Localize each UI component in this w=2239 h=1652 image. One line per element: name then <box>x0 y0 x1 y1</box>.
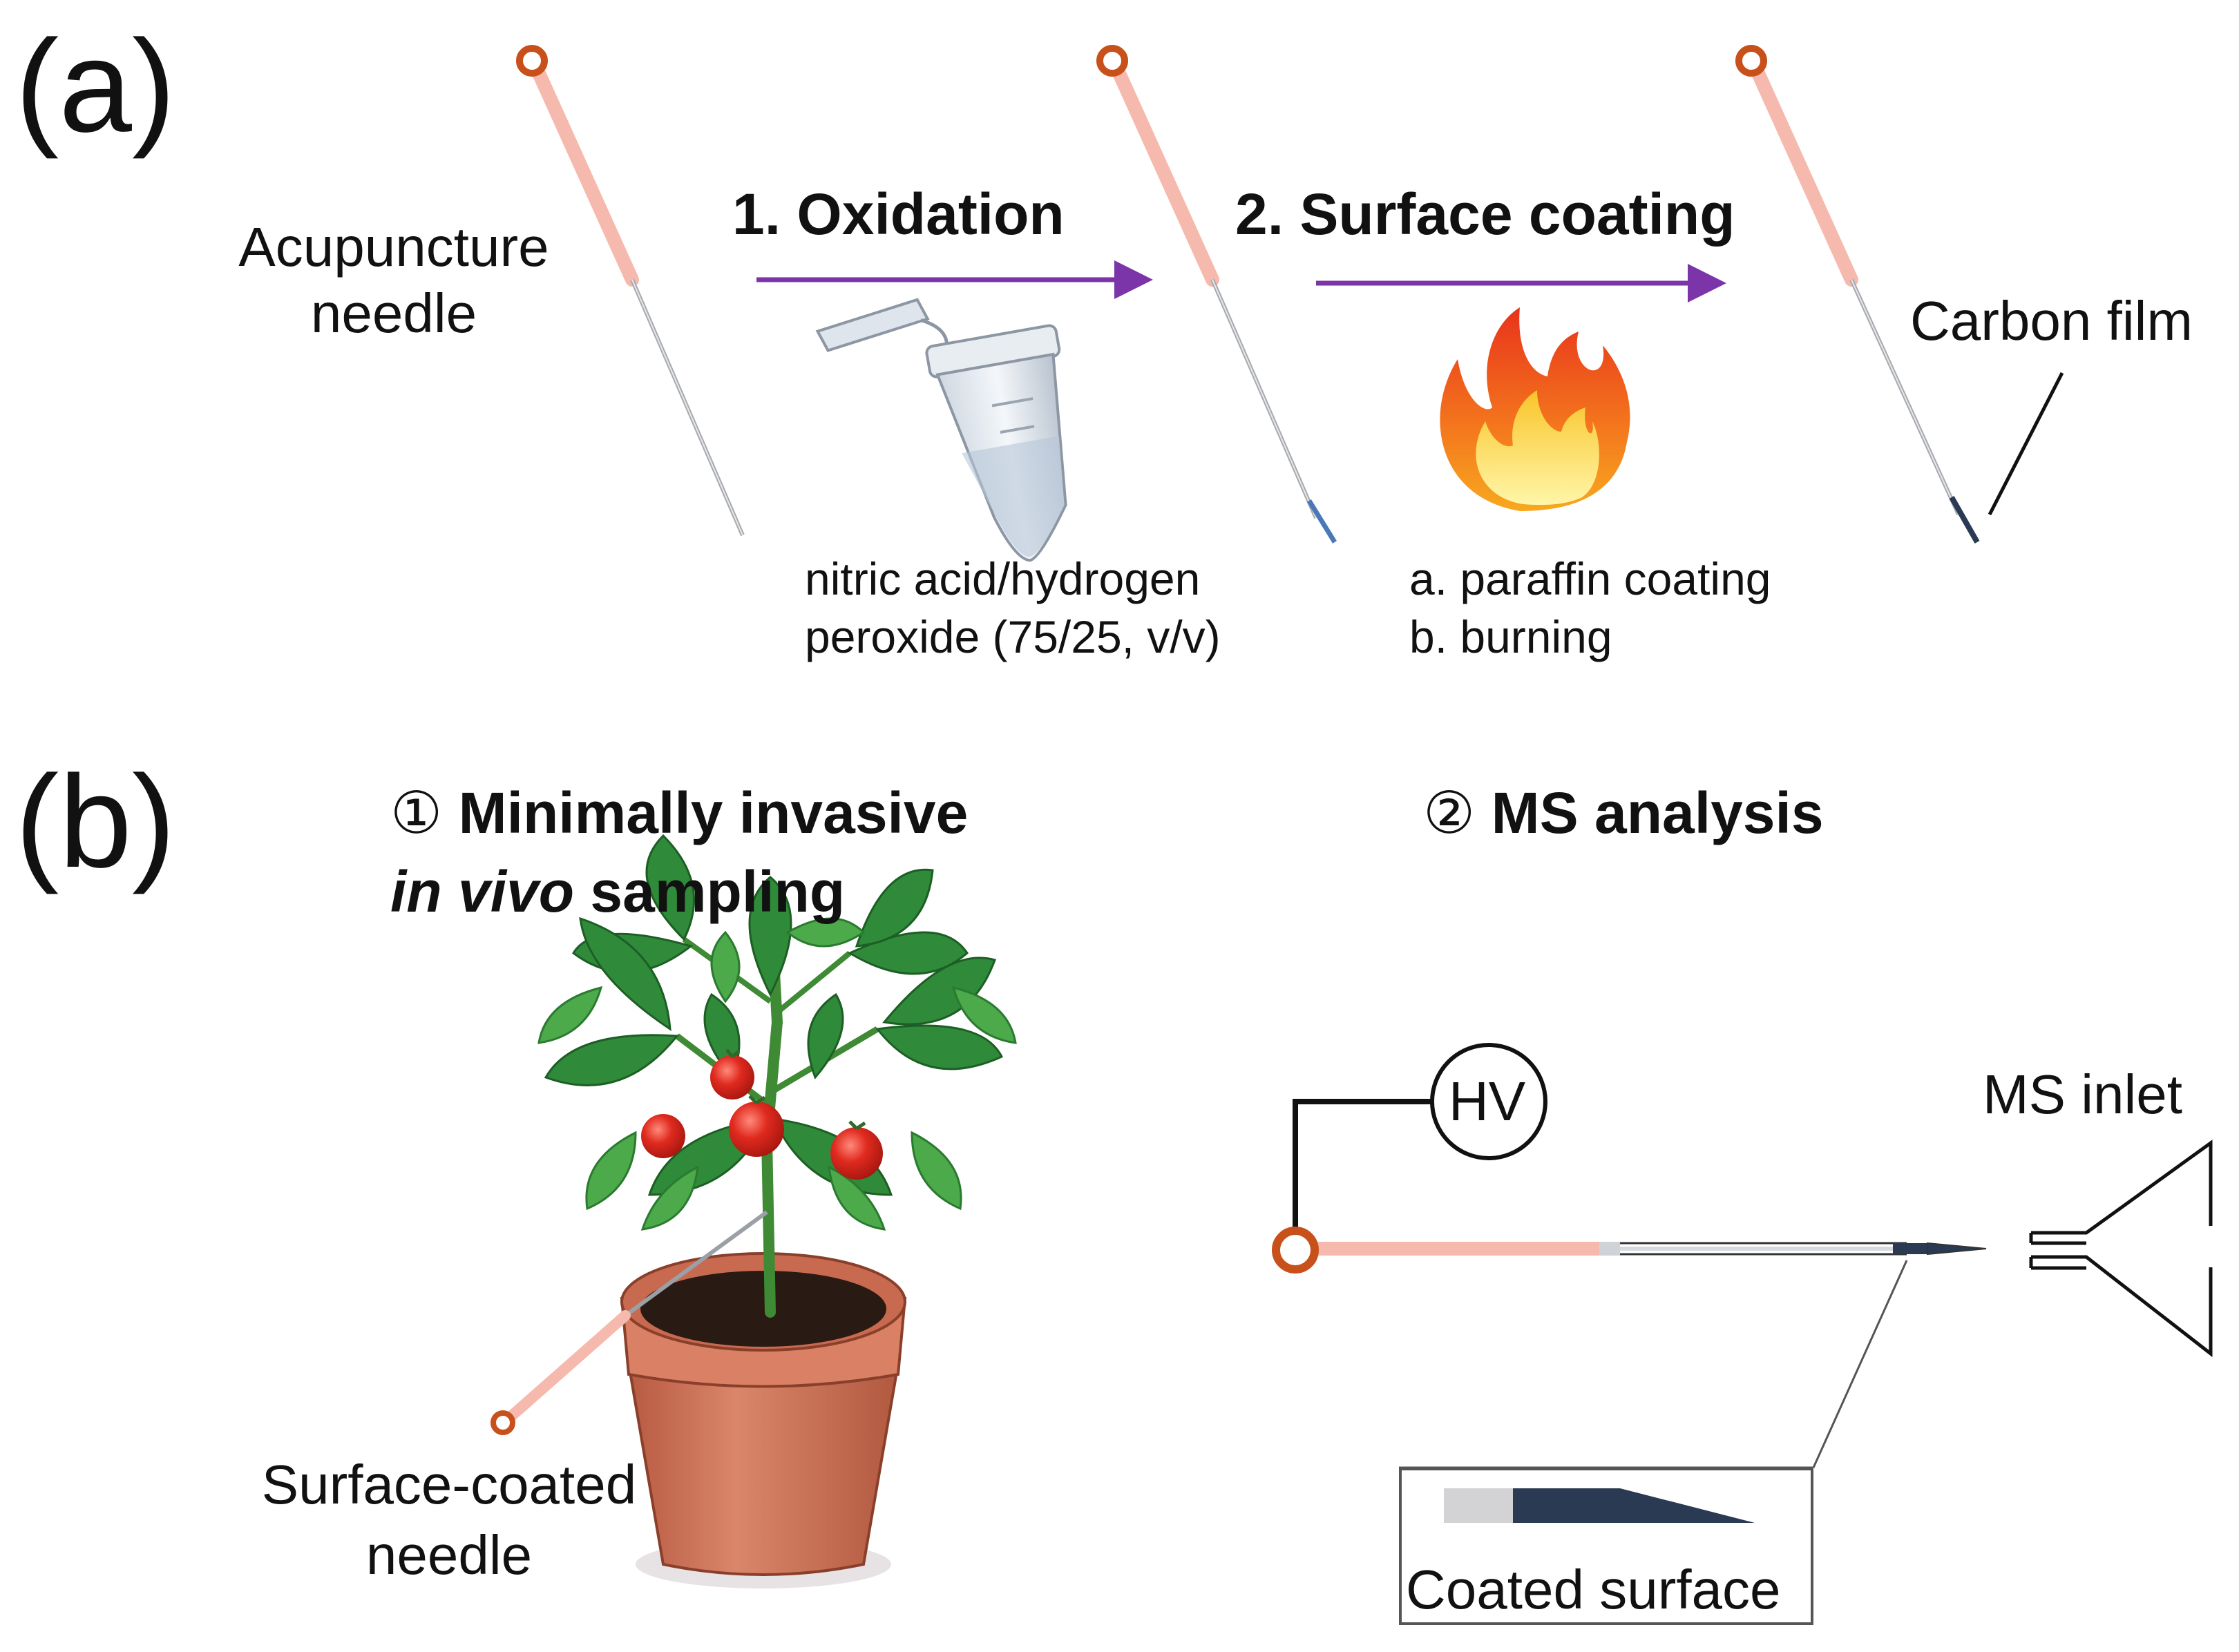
carbon-film-label: Carbon film <box>1910 290 2193 352</box>
carbon-film-pointer <box>1988 372 2064 516</box>
surface-coated-needle-line2: needle <box>365 1524 533 1586</box>
burning-step: b. burning <box>1409 611 1612 662</box>
oxidation-reagent-label: nitric acid/hydrogen peroxide (75/25, v/… <box>805 556 1221 660</box>
hv-label: HV <box>1449 1070 1526 1132</box>
step1-title-line1: Minimally invasive <box>458 780 969 845</box>
step1-marker: ① <box>390 780 443 845</box>
panel-a-label: (a) <box>15 13 176 160</box>
step1-oxidation-title: 1. Oxidation <box>732 182 1065 247</box>
step2-ms-analysis-title: ② MS analysis <box>1423 784 1824 842</box>
acupuncture-needle-label-line2: needle <box>310 282 477 344</box>
panel-b-label: (b) <box>15 749 176 895</box>
acupuncture-needle-label-line1: Acupuncture <box>238 216 549 278</box>
surface-coating-steps: a. paraffin coating b. burning <box>1409 556 1771 660</box>
microcentrifuge-tube-icon <box>815 298 1067 562</box>
tomato-plant-illustration <box>490 834 1017 1588</box>
step1-sampling-title-line1: ① Minimally invasive <box>390 784 968 842</box>
step1-sampling-title: ① Minimally invasive in vivo sampling <box>390 784 968 921</box>
acupuncture-needle-raw <box>516 45 745 537</box>
surface-coated-needle-label: Surface-coated needle <box>228 1457 670 1583</box>
coated-surface-label: Coated surface <box>1406 1559 1781 1620</box>
step1-sampling-title-line2: in vivo sampling <box>390 863 968 921</box>
sampling-word: sampling <box>590 859 846 924</box>
coated-surface-callout-box <box>1399 1468 1813 1625</box>
paraffin-coating-step: a. paraffin coating <box>1409 553 1771 604</box>
hv-power-supply-icon <box>1430 1043 1547 1160</box>
step2-surface-coating-title: 2. Surface coating <box>1235 182 1735 247</box>
in-vivo-italic: in vivo <box>390 859 575 924</box>
flame-icon <box>1440 307 1630 511</box>
surface-coated-needle-line1: Surface-coated <box>261 1454 637 1515</box>
step2-title: MS analysis <box>1491 780 1824 845</box>
ms-inlet-label: MS inlet <box>1983 1064 2182 1125</box>
oxidation-reagent-line2: peroxide (75/25, v/v) <box>805 611 1221 662</box>
carbon-coated-needle <box>1735 45 1980 544</box>
step2-marker: ② <box>1423 780 1476 845</box>
oxidized-needle <box>1096 45 1337 544</box>
oxidation-reagent-line1: nitric acid/hydrogen <box>805 553 1201 604</box>
acupuncture-needle-label: Acupuncture needle <box>214 220 573 341</box>
